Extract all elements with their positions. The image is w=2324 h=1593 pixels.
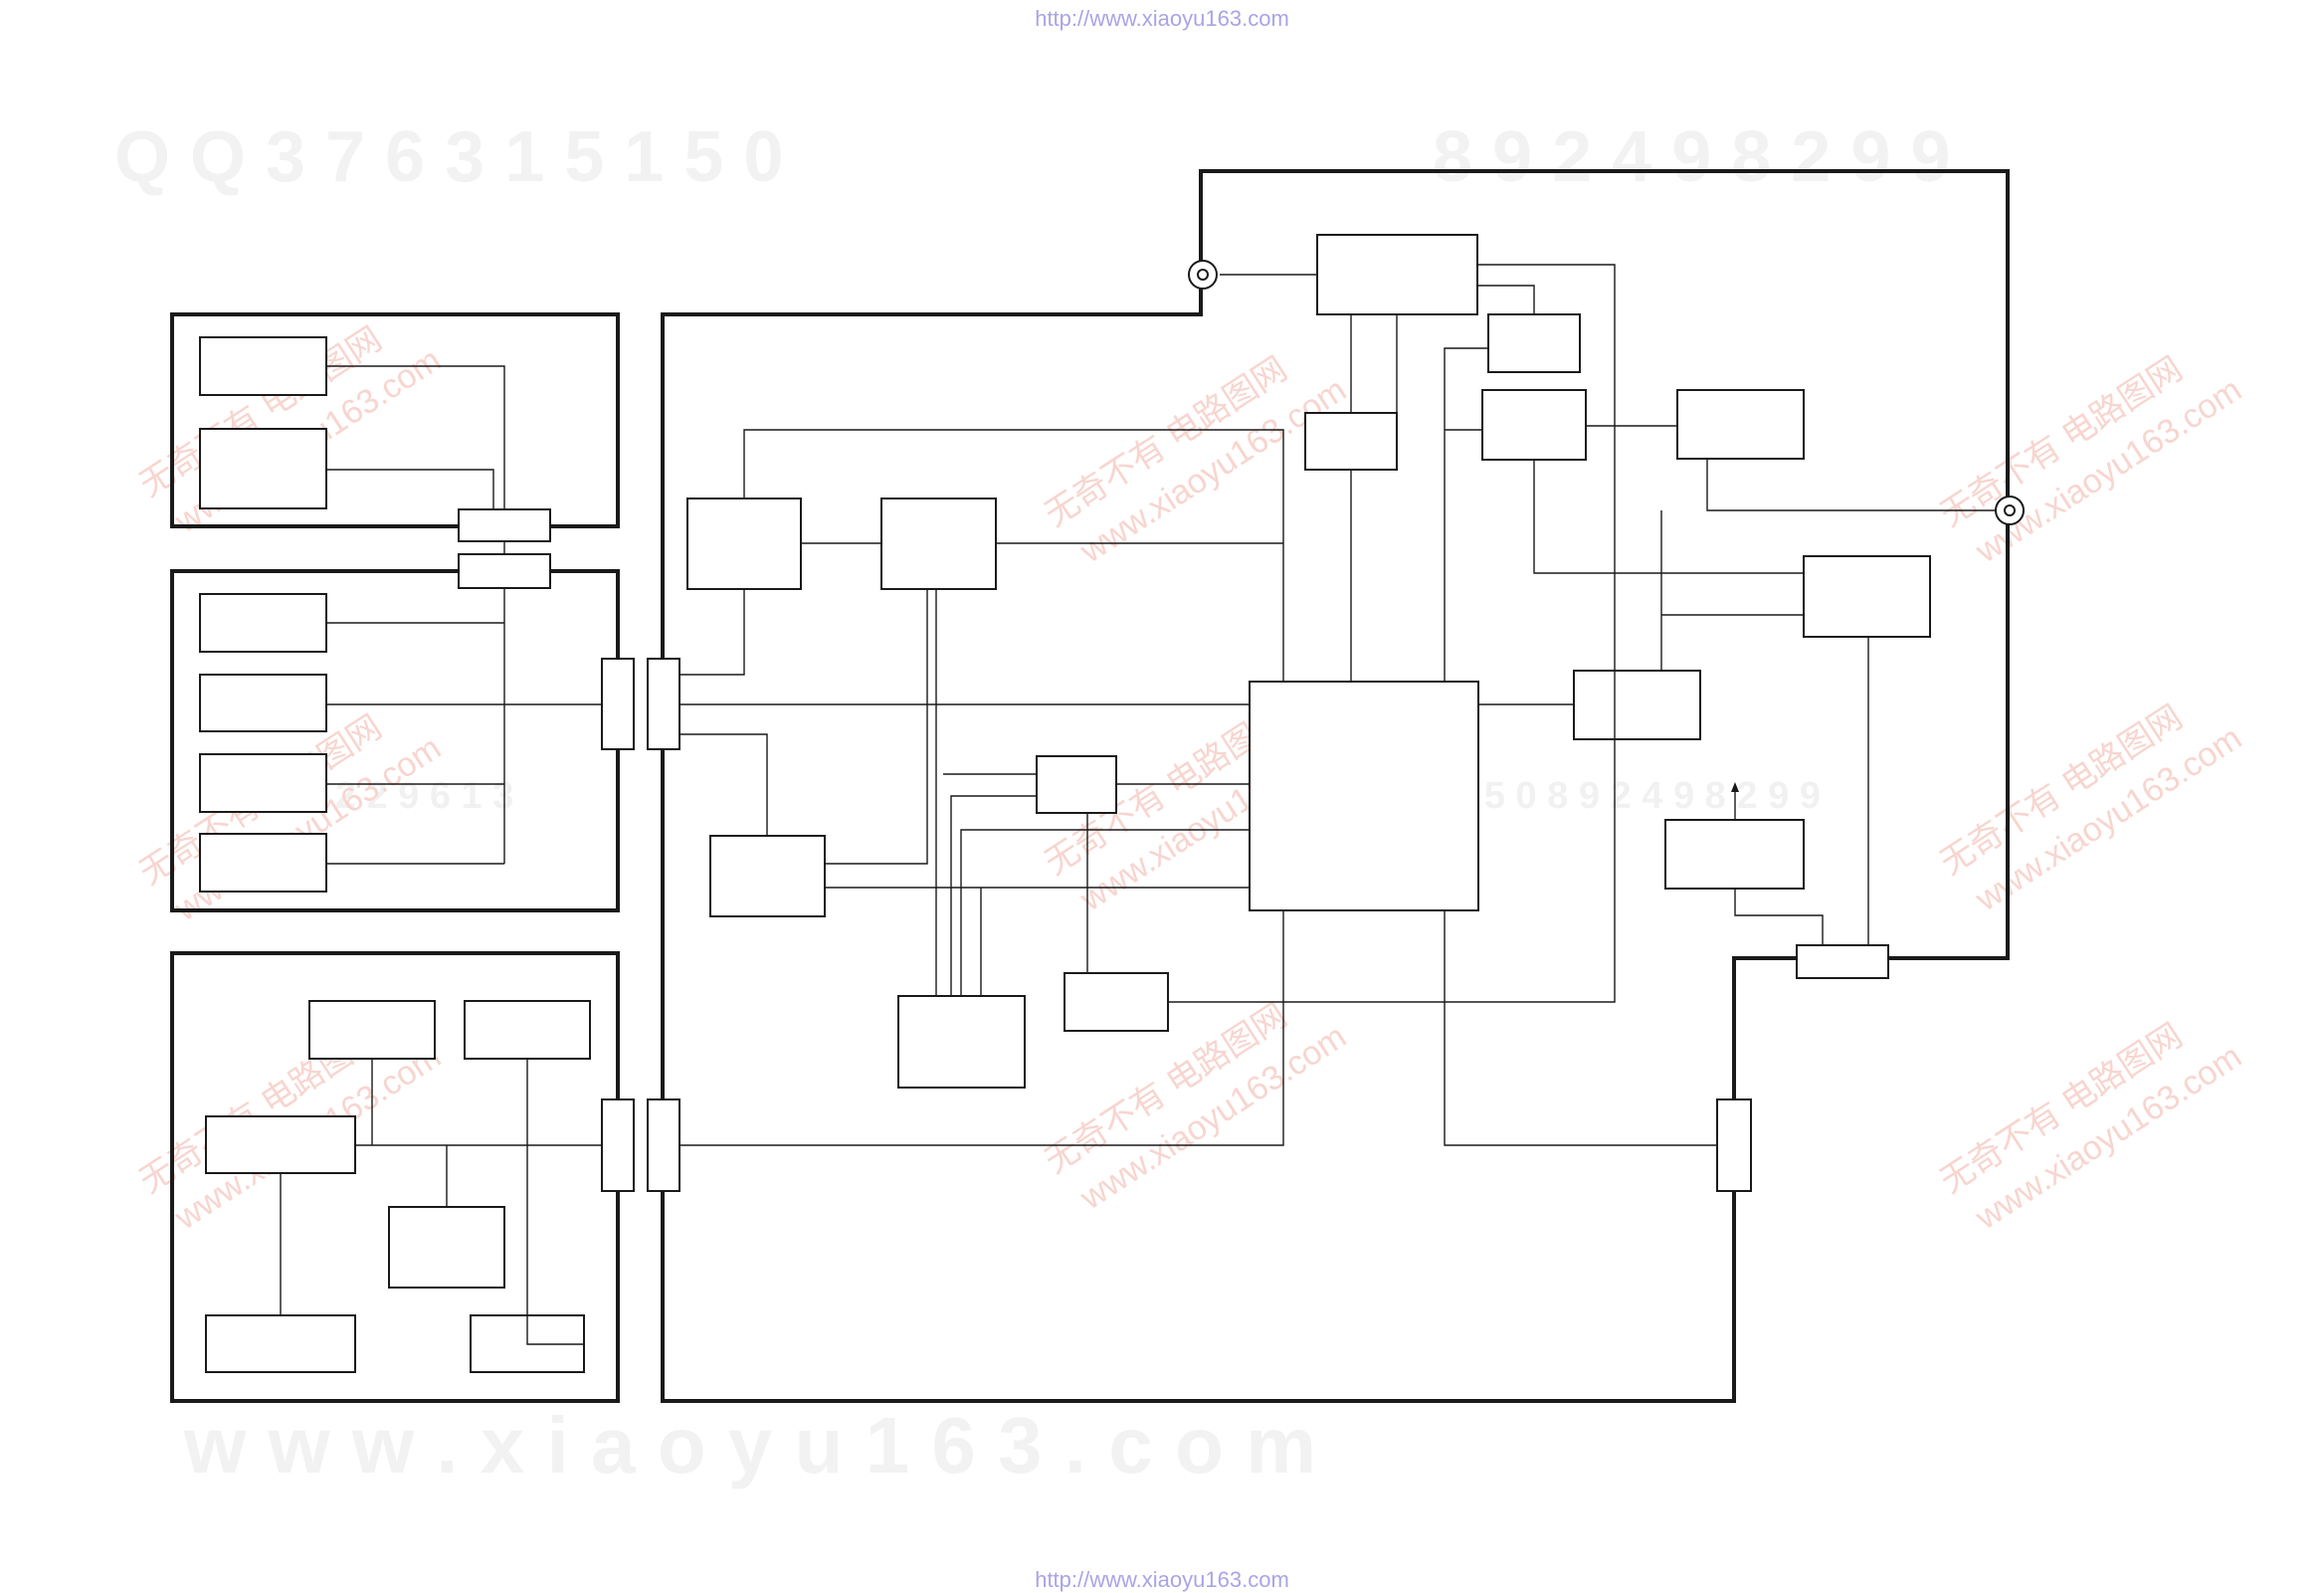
connector-main-left-2 — [647, 1098, 680, 1192]
block-m-f — [1064, 972, 1169, 1032]
board-top-left — [170, 312, 620, 528]
block-m-b — [880, 498, 997, 590]
watermark-stamp-8: 无奇不有 电路图网 www.xiaoyu163.com — [1934, 698, 2248, 919]
connector-main-left-1 — [647, 658, 680, 750]
arrow-indicator — [1731, 782, 1739, 820]
block-bl-4 — [388, 1206, 505, 1289]
block-tl-2 — [199, 428, 327, 509]
block-tl-1 — [199, 336, 327, 396]
block-m-c — [709, 835, 826, 917]
block-m-l — [1573, 670, 1701, 740]
connector-ml-right — [601, 658, 635, 750]
connector-tl-bottom — [458, 508, 551, 542]
block-bl-5 — [205, 1314, 356, 1373]
connector-main-right — [1716, 1098, 1752, 1192]
footer-url[interactable]: http://www.xiaoyu163.com — [1035, 1567, 1289, 1592]
header-url[interactable]: http://www.xiaoyu163.com — [1035, 6, 1289, 31]
block-m-g — [1487, 313, 1581, 373]
jack-top — [1188, 260, 1218, 290]
block-ml-4 — [199, 833, 327, 893]
block-ml-3 — [199, 753, 327, 813]
wiring — [280, 264, 1996, 1345]
block-m-h — [1304, 412, 1398, 471]
block-m-processor — [1249, 681, 1479, 911]
jack-symbols — [1188, 260, 2025, 525]
block-m-k — [1803, 555, 1931, 638]
block-m-i — [1481, 389, 1587, 461]
block-m-m — [1664, 819, 1805, 890]
block-m-e — [897, 995, 1026, 1089]
watermark-site-big: w w w . x i a o y u 1 6 3 . c o m — [183, 1401, 1316, 1490]
function-blocks — [199, 234, 1931, 1373]
block-ml-2 — [199, 674, 327, 732]
connector-main-bottom-right — [1796, 944, 1889, 979]
connector-bl-right — [601, 1098, 635, 1192]
watermark-qq-right: 8 9 2 4 9 8 2 9 9 — [1433, 117, 1950, 197]
watermark-qq-left: Q Q 3 7 6 3 1 5 1 5 0 — [114, 117, 783, 197]
jack-right — [1995, 496, 2025, 525]
block-m-a — [686, 498, 802, 590]
block-ml-1 — [199, 593, 327, 653]
block-bl-1 — [308, 1000, 436, 1060]
block-bl-2 — [464, 1000, 591, 1060]
watermark-stamp-7: 无奇不有 电路图网 www.xiaoyu163.com — [1934, 350, 2248, 571]
connector-ml-top — [458, 553, 551, 589]
block-m-top — [1316, 234, 1478, 315]
block-bl-3 — [205, 1115, 356, 1174]
block-m-d — [1036, 755, 1117, 814]
watermark-stamp-9: 无奇不有 电路图网 www.xiaoyu163.com — [1934, 1017, 2248, 1238]
block-m-j — [1676, 389, 1805, 460]
